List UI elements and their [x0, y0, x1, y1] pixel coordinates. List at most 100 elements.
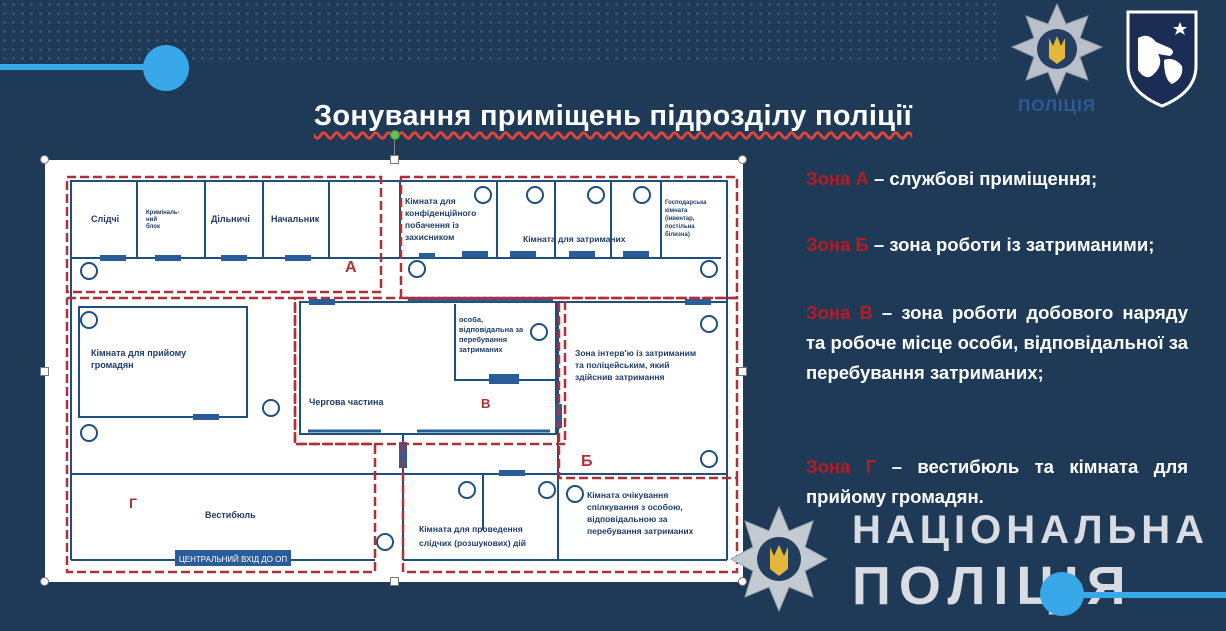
camera-icon	[408, 260, 426, 278]
zone-label: Зона Г	[806, 456, 877, 477]
entrance-bar	[175, 550, 291, 566]
police-logo-caption: ПОЛІЦІЯ	[1017, 96, 1097, 115]
room-label-utility-2: кімната	[665, 208, 688, 214]
camera-icon	[526, 186, 544, 204]
slide-title: Зонування приміщень підрозділу поліції	[313, 100, 913, 132]
accent-circle-top	[143, 45, 189, 91]
room-label-responsible-2: відповідальна за	[459, 325, 524, 334]
zone-g-outline	[65, 296, 377, 574]
accent-line-bottom	[1060, 592, 1226, 598]
zone-letter-b: Б	[581, 453, 593, 470]
police-star-icon	[1010, 2, 1104, 96]
room-label-reception-1: Кімната для прийому	[91, 348, 186, 358]
resize-handle-s[interactable]	[390, 577, 399, 586]
room-label-investigative-2: слідчих (розшукових) дій	[419, 538, 526, 548]
room-label-confidential-2: конфіденційного	[405, 208, 476, 218]
camera-icon	[633, 186, 651, 204]
camera-icon	[474, 186, 492, 204]
rotation-handle-stem	[394, 138, 395, 160]
floor-plan-image[interactable]: ЦЕНТРАЛЬНИЙ ВХІД ДО ОП А Б В Г Слідчі Кр…	[45, 160, 743, 582]
accent-circle-bottom	[1040, 572, 1084, 616]
room-label-utility-1: Господарська	[665, 200, 707, 206]
brand-wordmark: НАЦІОНАЛЬНА ПОЛІЦІЯ	[852, 505, 1209, 617]
room-label-waiting-4: перебування затриманих	[587, 526, 694, 536]
room-label-reception-2: громадян	[91, 360, 134, 370]
zone-item-g: Зона Г – вестибюль та кімната для прийом…	[806, 452, 1188, 512]
resize-handle-w[interactable]	[40, 367, 49, 376]
zone-a-outline	[65, 175, 383, 294]
rotation-handle[interactable]	[390, 130, 400, 140]
zone-label: Зона А	[806, 168, 869, 189]
camera-icon	[566, 485, 584, 503]
entrance-label: ЦЕНТРАЛЬНИЙ ВХІД ДО ОП	[179, 555, 288, 564]
camera-icon	[376, 533, 394, 551]
brand-line-2: ПОЛІЦІЯ	[852, 556, 1134, 616]
room-label-confidential-3: побачення із	[405, 220, 459, 230]
shield-logo	[1124, 8, 1200, 108]
room-label-district: Дільничі	[211, 214, 250, 224]
brand-line-1: НАЦІОНАЛЬНА	[852, 508, 1210, 552]
zone-text: – вестибюль та кімната для прийому грома…	[806, 456, 1188, 507]
zone-text: – зона роботи із затриманими;	[868, 234, 1155, 255]
camera-icon	[700, 260, 718, 278]
room-label-responsible-4: затриманих	[459, 345, 503, 354]
zone-letter-a: А	[345, 259, 357, 276]
zone-item-a: Зона А – службові приміщення;	[806, 164, 1188, 194]
room-label-interview-3: здійснив затримання	[575, 372, 664, 382]
room-label-duty: Чергова частина	[309, 397, 384, 407]
resize-handle-sw[interactable]	[40, 577, 49, 586]
room-label-forensic-1: Криміналь-	[146, 210, 180, 216]
zone-item-b: Зона Б – зона роботи із затриманими;	[806, 230, 1188, 260]
floor-plan-svg: ЦЕНТРАЛЬНИЙ ВХІД ДО ОП А Б В Г Слідчі Кр…	[65, 175, 739, 574]
camera-icon	[80, 424, 98, 442]
zone-text: – службові приміщення;	[868, 168, 1098, 189]
zone-text: – зона роботи добового наряду та робоче …	[806, 302, 1188, 383]
camera-icon	[538, 481, 556, 499]
camera-icon	[80, 311, 98, 329]
room-label-waiting-3: відповідальною за	[587, 514, 668, 524]
camera-icon	[80, 262, 98, 280]
camera-icon	[458, 481, 476, 499]
accent-line-top	[0, 64, 160, 70]
police-star-watermark	[729, 505, 829, 613]
resize-handle-nw[interactable]	[40, 155, 49, 164]
resize-handle-se[interactable]	[738, 577, 747, 586]
police-star-icon	[729, 505, 829, 613]
room-label-utility-5: білизна)	[665, 231, 690, 238]
resize-handle-ne[interactable]	[738, 155, 747, 164]
police-logo: ПОЛІЦІЯ	[1010, 2, 1104, 122]
zone-b-right-outline	[557, 296, 739, 480]
room-label-chief: Начальник	[271, 214, 320, 224]
room-label-utility-4: постільна	[665, 224, 695, 230]
room-label-forensic-3: блок	[146, 223, 160, 230]
room-label-investigators: Слідчі	[91, 214, 119, 224]
room-label-interview-1: Зона інтерв'ю із затриманим	[575, 348, 696, 358]
camera-icon	[587, 186, 605, 204]
room-label-utility-3: (інвентар,	[665, 216, 695, 222]
camera-icon	[700, 450, 718, 468]
room-label-responsible-3: перебування	[459, 335, 507, 344]
room-label-waiting-2: спілкування з особою,	[587, 502, 683, 512]
zone-label: Зона Б	[806, 234, 869, 255]
room-label-confidential-4: захисником	[405, 232, 454, 242]
zone-letter-v: В	[481, 396, 490, 411]
room-label-detainees: Кімната для затриманих	[523, 234, 626, 244]
resize-handle-n[interactable]	[390, 155, 399, 164]
room-label-waiting-1: Кімната очікування	[587, 490, 668, 500]
camera-icon	[700, 315, 718, 333]
room-label-forensic-2: ний	[146, 216, 157, 223]
resize-handle-e[interactable]	[738, 367, 747, 376]
zone-v-outline	[293, 296, 567, 446]
room-label-lobby: Вестибюль	[205, 510, 256, 520]
room-label-responsible-1: особа,	[459, 315, 483, 324]
zone-item-v: Зона В – зона роботи добового наряду та …	[806, 298, 1188, 388]
room-label-investigative-1: Кімната для проведення	[419, 524, 523, 534]
camera-icon	[262, 399, 280, 417]
shield-hand-icon	[1126, 10, 1198, 108]
zone-b-bottom-outline	[401, 446, 739, 574]
zone-label: Зона В	[806, 302, 873, 323]
zone-letter-g: Г	[129, 495, 137, 511]
camera-icon	[530, 323, 548, 341]
room-label-confidential-1: Кімната для	[405, 196, 456, 206]
zone-b-top-outline	[399, 175, 739, 300]
